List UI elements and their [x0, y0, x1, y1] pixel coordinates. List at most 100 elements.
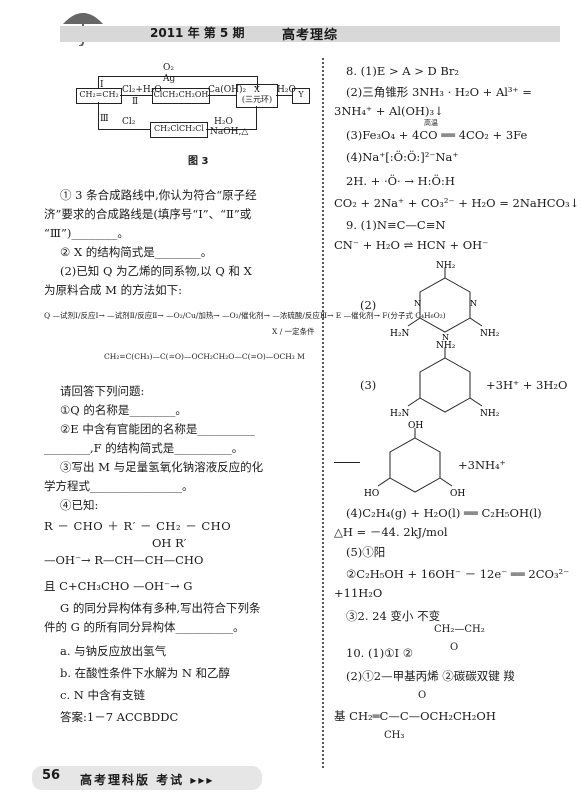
answer-9-3-label: (3)	[360, 378, 377, 392]
question-2: ② X 的结构简式是________。	[60, 245, 213, 259]
x-label: X	[254, 85, 260, 94]
h2n-left: H₂N	[390, 329, 409, 339]
answer-9-4: (4)C₂H₄(g) + H₂O(l) ══ C₂H₅OH(l)	[346, 506, 542, 520]
subquestion-3-line2: 学方程式________________。	[44, 479, 194, 493]
ag-label: Ag	[163, 74, 176, 84]
ring-n-2: N	[470, 299, 477, 308]
route-I-label: Ⅰ	[100, 80, 104, 90]
answer-8-2b: 3NH₄⁺ + Al(OH)₃↓	[334, 104, 444, 118]
aldol-reactants: R － CHO ＋ R′ － CH₂ － CHO	[44, 519, 232, 533]
answer-9-2-label: (2)	[360, 298, 377, 312]
condition-b: b. 在酸性条件下水解为 N 和乙醇	[60, 666, 231, 680]
route-II-label: Ⅱ	[132, 97, 139, 107]
answer-9-5-3: ③2. 24 变小 不变	[346, 609, 441, 623]
reaction-g: 且 C+CH₃CHO —OH⁻→ G	[44, 579, 193, 593]
oh-right: OH	[450, 489, 465, 499]
isomer-question-line1: G 的同分异构体有多种,写出符合下列条	[60, 601, 261, 615]
answer-9-3-plus: +3H⁺ + 3H₂O	[486, 378, 568, 392]
synthesis-scheme-top: Q —试剂Ⅰ/反应Ⅰ→ —试剂Ⅱ/反应Ⅱ→ —O₂/Cu/加热→ —O₂/催化剂…	[44, 311, 446, 320]
condition-c: c. N 中含有支链	[60, 688, 145, 702]
naoh-label: NaOH,△	[210, 127, 249, 137]
answer-9-1: 9. (1)N≡C—C≡N	[346, 218, 446, 232]
question-3-line1: (2)已知 Q 为乙烯的同系物,以 Q 和 X	[60, 264, 252, 278]
melamine-structure-2: NH₂ H₂N NH₂ N N N	[390, 261, 500, 342]
question-1-line3: “Ⅲ”)________。	[44, 226, 129, 240]
answer-8-4: (4)Na⁺[:Ö:Ö:]²⁻Na⁺	[346, 150, 459, 164]
dichloroethane-box: CH₂ClCH₂Cl	[150, 122, 208, 138]
route-III-line	[98, 102, 151, 130]
synthesis-scheme-condition: X / 一定条件	[272, 327, 315, 336]
answer-8-2: (2)三角锥形 3NH₃ · H₂O + Al³⁺ =	[346, 85, 532, 99]
y-box: Y	[292, 88, 310, 104]
caoh2-label: Ca(OH)₂	[208, 85, 247, 95]
h2o-bottom-label: H₂O	[214, 117, 233, 127]
synthesis-scheme-m: CH₂=C(CH₃)—C(=O)—OCH₂CH₂O—C(=O)—OCH₃ M	[104, 352, 305, 361]
figure-caption: 图 3	[188, 156, 209, 167]
route-III-label: Ⅲ	[100, 114, 109, 124]
answer-8-3: (3)Fe₃O₄ + 4CO ══ 4CO₂ + 3Fe	[346, 128, 528, 142]
isomer-question-line2: 件的 G 的所有同分异构体__________。	[44, 620, 245, 634]
route-III-return	[206, 106, 257, 130]
cl2h2o-label: Cl₂+H₂O	[122, 85, 162, 95]
header-bar	[60, 26, 560, 42]
answer-10-methyl: CH₃	[384, 730, 405, 741]
footer-bar	[32, 766, 262, 790]
chlorohydrin-box: ClCH₂CH₂OH	[152, 88, 210, 104]
nh2-top-3: NH₂	[436, 341, 456, 351]
subquestion-3-line1: ③写出 M 与足量氢氧化钠溶液反应的化	[60, 460, 264, 474]
aldol-substituents: OH R′	[152, 536, 187, 550]
answer-10-2: (2)①2—甲基丙烯 ②碳碳双键 羧	[346, 669, 515, 683]
page-number: 56	[42, 768, 61, 783]
answer-10-carbonyl-o: O	[418, 690, 427, 701]
answer-10-1: 10. (1)①I ②	[346, 646, 414, 660]
epoxide-o: O	[450, 642, 459, 653]
cl2-label: Cl₂	[122, 117, 136, 127]
question-3-line2: 为原料合成 M 的方法如下:	[44, 283, 182, 297]
h2n-left-3: H₂N	[390, 409, 409, 419]
answer-9-5-2b: +11H₂O	[334, 586, 383, 600]
arrow-h2o	[276, 95, 292, 96]
ethylene-box: CH₂=CH₂	[76, 88, 122, 104]
issue-label: 2011 年 第 5 期	[150, 26, 245, 40]
answer-9-5-1: (5)①阳	[346, 545, 386, 559]
subquestion-1: ①Q 的名称是________。	[60, 403, 187, 417]
o2-label: O₂	[163, 63, 174, 73]
subquestion-2-line2: ________,F 的结构简式是__________。	[44, 441, 244, 455]
cyanuric-acid-structure: OH HO OH	[364, 421, 465, 499]
x-sub-label: (三元环)	[241, 95, 273, 104]
question-1-line1: ① 3 条合成路线中,你认为符合“原子经	[60, 188, 257, 202]
answer-8-3-condition: 高温	[424, 119, 438, 127]
ho-left: HO	[364, 489, 379, 499]
condition-a: a. 与钠反应放出氢气	[60, 644, 167, 658]
arrow-II	[120, 95, 152, 96]
route-I-line	[98, 76, 258, 89]
aldol-product: —OH⁻→ R—CH—CH—CHO	[44, 553, 204, 567]
answer-prompt: 请回答下列问题:	[60, 384, 145, 398]
magazine-title: 高考理综	[282, 28, 339, 43]
ring-n-1: N	[414, 299, 421, 308]
epoxide-top: CH₂—CH₂	[434, 624, 485, 635]
arrow-caoh2	[208, 95, 236, 96]
nh2-top: NH₂	[436, 261, 456, 271]
question-1-line2: 济”要求的合成路线是(填序号“Ⅰ”、“Ⅱ”或	[44, 207, 252, 221]
ring-n-3: N	[442, 333, 449, 342]
answer-9-3-nh4: +3NH₄⁺	[458, 458, 506, 472]
footer-title: 高考理科版 考试 ▸▸▸	[80, 773, 215, 787]
answer-9-4-dh: △H = －44. 2kJ/mol	[334, 525, 448, 539]
subquestion-2-line1: ②E 中含有官能团的名称是__________	[60, 422, 255, 436]
answer-8-electron: 2H. + ·Ö· → H:Ö:H	[346, 174, 455, 188]
nh2-right-3: NH₂	[480, 409, 500, 419]
h2o-top-label: H₂O	[277, 85, 296, 95]
melamine-structure-3: NH₂ H₂N NH₂	[390, 341, 500, 419]
answer-8-5: CO₂ + 2Na⁺ + CO₃²⁻ + H₂O = 2NaHCO₃↓	[334, 196, 580, 210]
answer-8-1: 8. (1)E > A > D Br₂	[346, 64, 459, 78]
answer-key: 答案:1－7 ACCBDDC	[60, 710, 179, 724]
oh-top: OH	[408, 421, 423, 431]
answer-9-5-2: ②C₂H₅OH + 16OH⁻ － 12e⁻ ══ 2CO₃²⁻	[346, 567, 570, 581]
arrow-to-cyanuric	[334, 462, 360, 463]
column-divider	[322, 58, 324, 768]
answer-10-2b: 基 CH₂═C—C—OCH₂CH₂OH	[334, 709, 496, 723]
answer-9-1b: CN⁻ + H₂O ⇌ HCN + OH⁻	[334, 238, 489, 252]
nh2-right: NH₂	[480, 329, 500, 339]
subquestion-4: ④已知:	[60, 498, 99, 512]
